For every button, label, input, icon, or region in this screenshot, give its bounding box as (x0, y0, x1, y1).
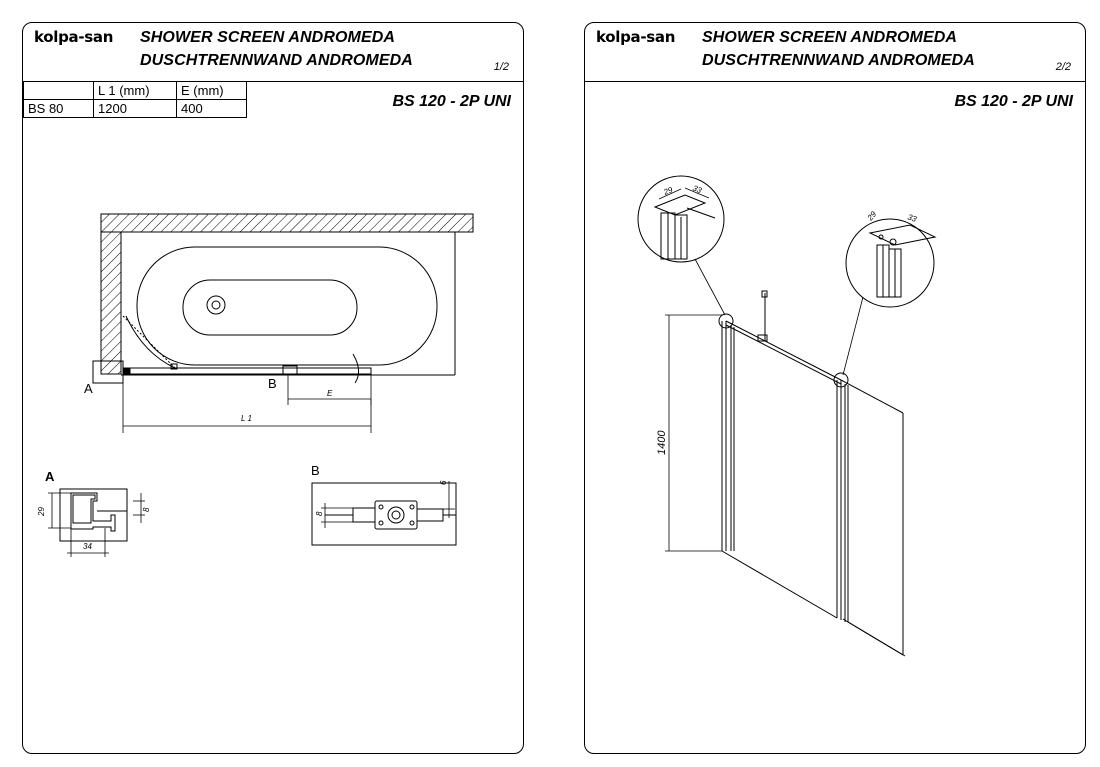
leader-right (842, 296, 864, 376)
dim-a-gap: 8 (142, 507, 151, 512)
dim-a-height: 29 (37, 507, 46, 517)
table-row: BS 80 1200 400 (23, 99, 247, 118)
title-english: SHOWER SCREEN ANDROMEDA (702, 29, 958, 46)
dim-a-width: 34 (83, 542, 92, 551)
detail-left-dims (658, 187, 710, 200)
dimension-table: L 1 (mm) E (mm) BS 80 1200 400 (23, 81, 247, 118)
detail-b-dims (321, 481, 455, 528)
dim-b-left: 8 (315, 511, 324, 516)
drawing-sheet-2: kolpa-san SHOWER SCREEN ANDROMEDA DUSCHT… (584, 22, 1086, 754)
detail-a-dims (48, 492, 145, 557)
page-number: 2/2 (1055, 61, 1071, 73)
dim-height-1400: 1400 (656, 430, 668, 455)
dim-l1-label: L 1 (241, 414, 252, 423)
drawing-sheet-1: kolpa-san SHOWER SCREEN ANDROMEDA DUSCHT… (22, 22, 524, 754)
table-header-row: L 1 (mm) E (mm) (23, 81, 247, 100)
table-header-cell: L 1 (mm) (93, 81, 177, 100)
model-code: BS 120 - 2P UNI (392, 93, 511, 110)
detail-a-label: A (45, 469, 55, 484)
detail-b-label: B (311, 463, 320, 478)
height-dimension (665, 314, 722, 552)
dim-right-2: 33 (906, 212, 918, 224)
label-b: B (268, 376, 277, 391)
title-german: DUSCHTRENNWAND ANDROMEDA (702, 52, 975, 69)
bathtub (121, 231, 456, 376)
plan-drawing: A B E L 1 A (37, 213, 474, 557)
table-cell-e: 400 (176, 99, 247, 118)
detail-circle-left (637, 175, 725, 263)
dim-left-1: 29 (661, 185, 674, 197)
dim-left-2: 33 (691, 184, 703, 196)
sheet-header: kolpa-san SHOWER SCREEN ANDROMEDA DUSCHT… (23, 23, 523, 82)
table-cell-model: BS 80 (23, 99, 94, 118)
dimension-l1 (122, 375, 372, 433)
model-code: BS 120 - 2P UNI (954, 93, 1073, 110)
brand-logo: kolpa-san (596, 28, 676, 46)
screen-plan (92, 315, 372, 384)
detail-b (311, 482, 457, 546)
brand-logo: kolpa-san (34, 28, 114, 46)
screen-panels (718, 290, 906, 657)
detail-a (59, 488, 128, 542)
title-english: SHOWER SCREEN ANDROMEDA (140, 29, 396, 46)
dim-b-right: 6 (439, 480, 448, 485)
sheet-header: kolpa-san SHOWER SCREEN ANDROMEDA DUSCHT… (585, 23, 1085, 82)
page-number: 1/2 (493, 61, 509, 73)
title-german: DUSCHTRENNWAND ANDROMEDA (140, 52, 413, 69)
elevation-drawing: 29 33 29 33 (637, 175, 937, 657)
detail-circle-right (845, 218, 937, 308)
dim-e-label: E (327, 389, 333, 398)
leader-left (694, 258, 726, 316)
label-a: A (84, 381, 93, 396)
